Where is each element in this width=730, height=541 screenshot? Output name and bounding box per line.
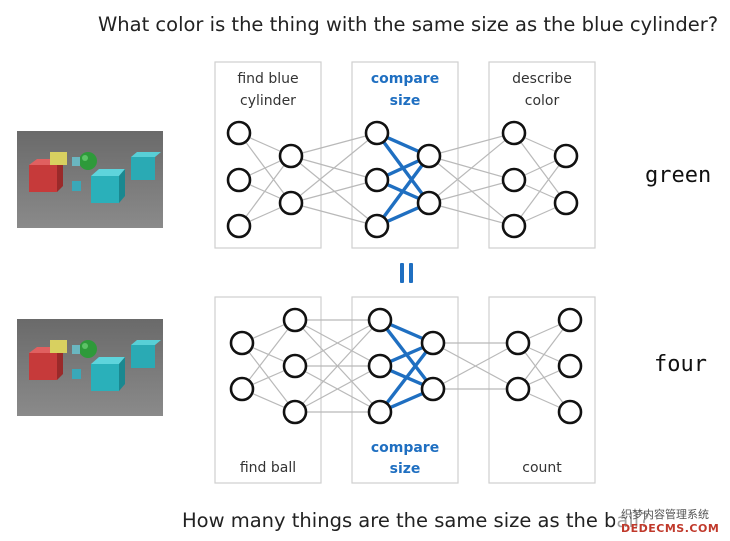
network-node (278, 143, 304, 169)
network-node (505, 376, 531, 402)
network-edge (294, 319, 381, 367)
network-node (226, 167, 252, 193)
module-label-top-find-l1: find blue (237, 71, 298, 87)
network-edge (294, 319, 381, 413)
network-edge (428, 202, 515, 227)
module-label-top-compare-l2: size (390, 93, 421, 109)
network-edge (238, 155, 292, 227)
network-node (557, 353, 583, 379)
network-node (282, 307, 308, 333)
network-node (505, 330, 531, 356)
network-node (557, 307, 583, 333)
answer-bottom: four (654, 352, 707, 377)
network-node (364, 167, 390, 193)
module-label-bottom-find: find ball (240, 460, 296, 476)
network-node (367, 307, 393, 333)
scene-image-top (17, 131, 163, 228)
network-node (226, 120, 252, 146)
network-edge (428, 132, 515, 204)
network-node (416, 190, 442, 216)
network-node (557, 399, 583, 425)
network-edge-highlighted (375, 154, 431, 228)
network-node (420, 376, 446, 402)
equals-symbol (400, 263, 413, 283)
network-node (364, 213, 390, 239)
module-label-bottom-count: count (522, 460, 562, 476)
network-node (282, 353, 308, 379)
network-edge (290, 179, 378, 204)
network-edge (513, 155, 567, 227)
network-node (553, 190, 579, 216)
network-edge (290, 132, 378, 204)
network-node (226, 213, 252, 239)
network-node (367, 353, 393, 379)
network-node (501, 167, 527, 193)
module-label-bottom-compare-l2: size (390, 461, 421, 477)
network-node (553, 143, 579, 169)
nodes-layer (226, 120, 583, 425)
module-label-bottom-compare-l1: compare (371, 440, 439, 456)
network-node (229, 330, 255, 356)
network-node (501, 120, 527, 146)
watermark-line1: 织梦内容管理系统 (621, 508, 709, 521)
network-node (229, 376, 255, 402)
network-edge (428, 132, 515, 157)
module-label-top-find-l2: cylinder (240, 93, 296, 109)
network-edge (428, 179, 515, 204)
network-edge (517, 319, 571, 390)
network-edge (290, 132, 378, 157)
network-edge (432, 342, 519, 390)
network-node (416, 143, 442, 169)
watermark-line2: DEDECMS.COM (621, 522, 720, 535)
question-top: What color is the thing with the same si… (98, 13, 719, 36)
network-edge-highlighted (378, 341, 435, 414)
question-bottom: How many things are the same size as the… (182, 509, 650, 532)
network-node (367, 399, 393, 425)
module-label-top-describe-l1: describe (512, 71, 572, 87)
scene-image-bottom (17, 319, 163, 416)
network-edge (290, 202, 378, 227)
network-node (364, 120, 390, 146)
watermark: 织梦内容管理系统 DEDECMS.COM (615, 503, 730, 541)
network-node (420, 330, 446, 356)
module-label-top-compare-l1: compare (371, 71, 439, 87)
network-edge (294, 365, 381, 413)
module-label-top-describe-l2: color (525, 93, 560, 109)
network-node (282, 399, 308, 425)
network-node (278, 190, 304, 216)
answer-top: green (645, 163, 712, 188)
network-node (501, 213, 527, 239)
network-edge (241, 319, 296, 390)
